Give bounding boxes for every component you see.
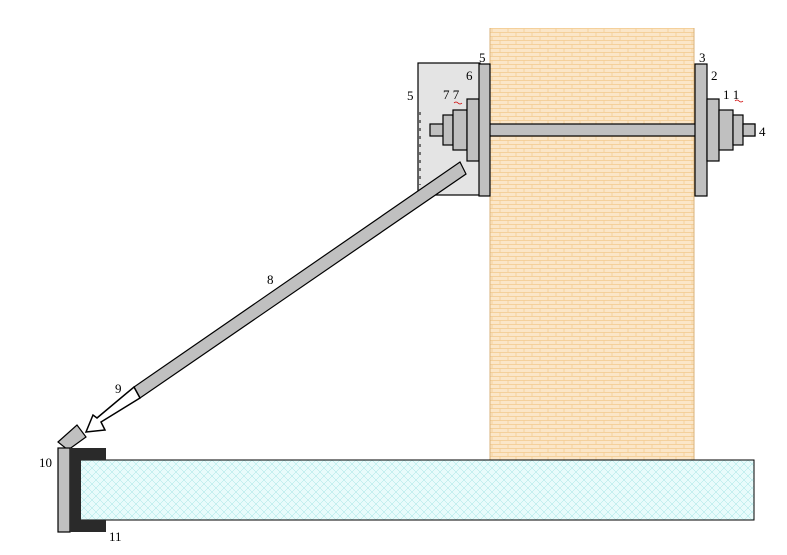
left-nut-inner: [452, 109, 468, 151]
label-77: 7 7: [443, 87, 460, 102]
brick-wall: [490, 28, 694, 460]
label-9: 9: [115, 381, 122, 396]
diagonal-brace: [133, 161, 467, 399]
label-2: 2: [711, 68, 718, 83]
label-8: 8: [267, 272, 274, 287]
right-nut-outer: [732, 114, 744, 146]
clamp-spine: [70, 448, 81, 532]
hook-connector: [57, 424, 87, 451]
label-6: 6: [466, 68, 473, 83]
left-nut-outer: [442, 114, 454, 146]
label-5-left: 5: [407, 88, 414, 103]
right-nut-inner: [718, 109, 734, 151]
left-bearing-plate: [478, 63, 491, 197]
left-washer-6: [466, 98, 480, 162]
label-11-bottom: 11: [109, 529, 122, 544]
right-rod-end: [742, 123, 756, 137]
clamp-bottom-jaw: [81, 520, 106, 532]
vertical-post: [57, 447, 71, 533]
label-10: 10: [39, 455, 52, 470]
red-mark-right: [734, 99, 744, 103]
floor-slab: [69, 459, 755, 521]
label-5-top: 5: [479, 50, 486, 65]
right-washer-2: [706, 98, 720, 162]
label-3: 3: [699, 50, 706, 65]
clamp-top-jaw: [81, 448, 106, 460]
label-11-top: 1 1: [723, 87, 739, 102]
label-4: 4: [759, 124, 766, 139]
right-bearing-plate: [694, 63, 708, 197]
tension-arrow: [84, 385, 141, 433]
red-mark-left: [453, 101, 463, 105]
